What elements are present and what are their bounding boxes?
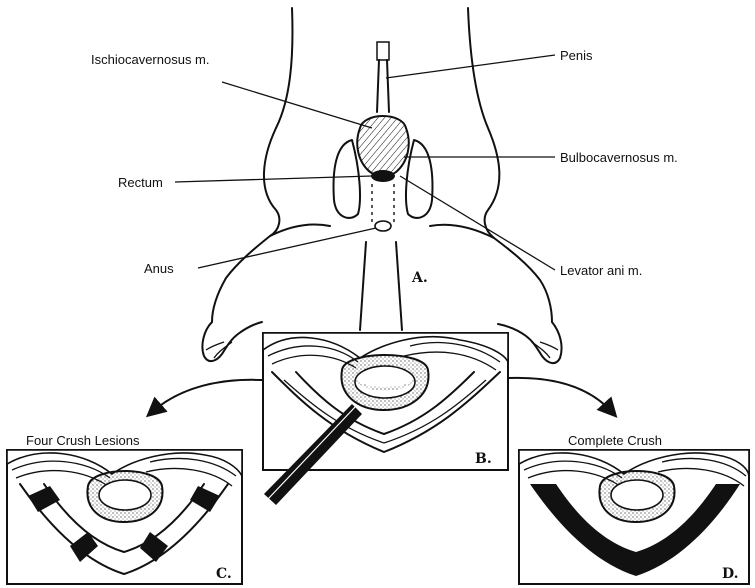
label-bulbocavernosus: Bulbocavernosus m. [560, 150, 678, 165]
panel-b-label: B. [475, 451, 492, 467]
label-anus: Anus [144, 261, 174, 276]
panel-c-title: Four Crush Lesions [26, 433, 140, 448]
panel-d-label: D. [722, 566, 739, 582]
penis-illustration [377, 42, 389, 112]
panel-c: C. [7, 450, 242, 584]
anus-illustration [375, 221, 391, 231]
panel-a-label: A. [411, 270, 428, 286]
panel-d-title: Complete Crush [568, 433, 662, 448]
label-penis: Penis [560, 48, 593, 63]
label-levator-ani: Levator ani m. [560, 263, 642, 278]
label-ischiocavernosus: Ischiocavernosus m. [91, 52, 210, 67]
arrow-to-d [508, 378, 612, 412]
panel-d: D. [519, 450, 749, 584]
panel-c-label: C. [216, 566, 232, 582]
panel-b: B. [263, 333, 508, 470]
label-rectum: Rectum [118, 175, 163, 190]
arrow-to-c [152, 380, 262, 412]
